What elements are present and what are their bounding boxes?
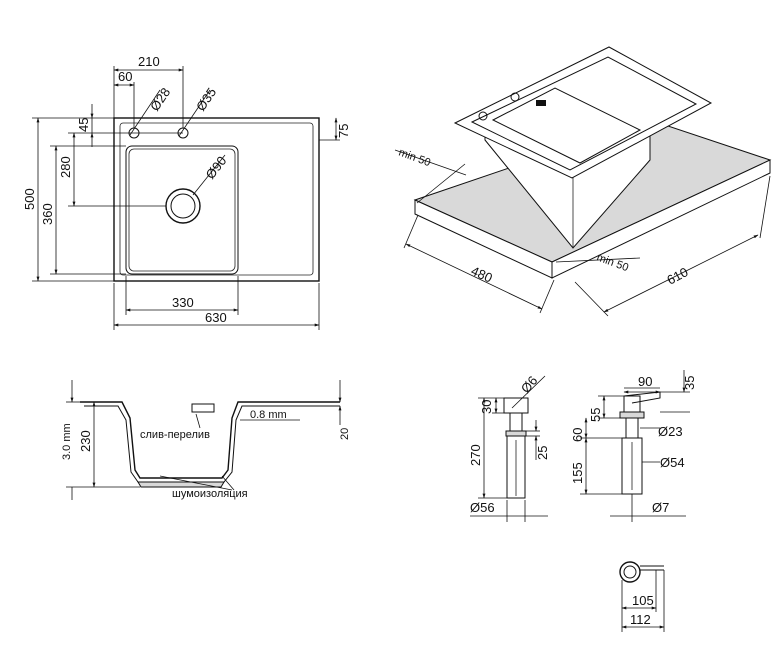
dim-630: 630 bbox=[205, 310, 227, 325]
dim-330: 330 bbox=[172, 295, 194, 310]
dispenser-b-spout bbox=[623, 391, 661, 404]
isometric-view: min 50 min 50 480 610 bbox=[394, 46, 772, 317]
section-view: 3.0 mm 230 0.8 mm 20 слив-перелив шумоиз… bbox=[61, 380, 351, 500]
dim-min50-a: min 50 bbox=[397, 147, 432, 170]
dim-500: 500 bbox=[22, 188, 37, 210]
sink-outline bbox=[113, 117, 320, 282]
dim-55: 55 bbox=[588, 408, 603, 422]
dim-60: 60 bbox=[118, 69, 132, 84]
dim-d6: Ø6 bbox=[518, 373, 541, 396]
dim-25: 25 bbox=[535, 446, 550, 460]
label-overflow: слив-перелив bbox=[140, 429, 210, 441]
dim-08mm: 0.8 mm bbox=[250, 409, 287, 421]
dim-d28: Ø28 bbox=[147, 85, 173, 114]
insulation-pad bbox=[137, 481, 225, 488]
dim-35: 35 bbox=[682, 376, 697, 390]
dim-d23: Ø23 bbox=[658, 424, 683, 439]
bowl-opening bbox=[491, 87, 642, 164]
dim-90: 90 bbox=[638, 374, 652, 389]
bowl-outline bbox=[125, 145, 239, 275]
dispenser-a-head bbox=[503, 397, 529, 414]
dim-3mm: 3.0 mm bbox=[61, 423, 73, 460]
dim-d54: Ø54 bbox=[660, 455, 685, 470]
dim-210: 210 bbox=[138, 54, 160, 69]
sink-profile bbox=[80, 401, 340, 479]
dim-155: 155 bbox=[570, 462, 585, 484]
dispenser-a-bottle bbox=[506, 435, 526, 499]
dim-75: 75 bbox=[336, 124, 351, 138]
dim-105: 105 bbox=[632, 593, 654, 608]
clip-view: 105 112 bbox=[619, 561, 665, 632]
dim-30: 30 bbox=[479, 400, 494, 414]
dim-d7: Ø7 bbox=[652, 500, 669, 515]
dim-20: 20 bbox=[339, 428, 351, 440]
top-view: 630 330 210 60 Ø28 Ø35 500 360 280 45 bbox=[22, 54, 351, 330]
dim-280: 280 bbox=[58, 156, 73, 178]
dim-d56: Ø56 bbox=[470, 500, 495, 515]
dim-610: 610 bbox=[664, 264, 690, 287]
dim-230: 230 bbox=[78, 430, 93, 452]
dim-112: 112 bbox=[630, 612, 651, 627]
dim-min50-b: min 50 bbox=[595, 252, 630, 275]
dim-480: 480 bbox=[469, 263, 495, 286]
label-insulation: шумоизоляция bbox=[172, 488, 248, 500]
clip-ring bbox=[619, 561, 641, 583]
dim-60: 60 bbox=[570, 428, 585, 442]
dim-45: 45 bbox=[76, 118, 91, 132]
dispenser-b: 90 35 55 60 155 Ø23 Ø54 Ø7 bbox=[570, 370, 697, 522]
dim-270: 270 bbox=[468, 444, 483, 466]
dim-360: 360 bbox=[40, 203, 55, 225]
dispenser-a: 270 30 25 Ø6 Ø56 bbox=[468, 373, 550, 522]
